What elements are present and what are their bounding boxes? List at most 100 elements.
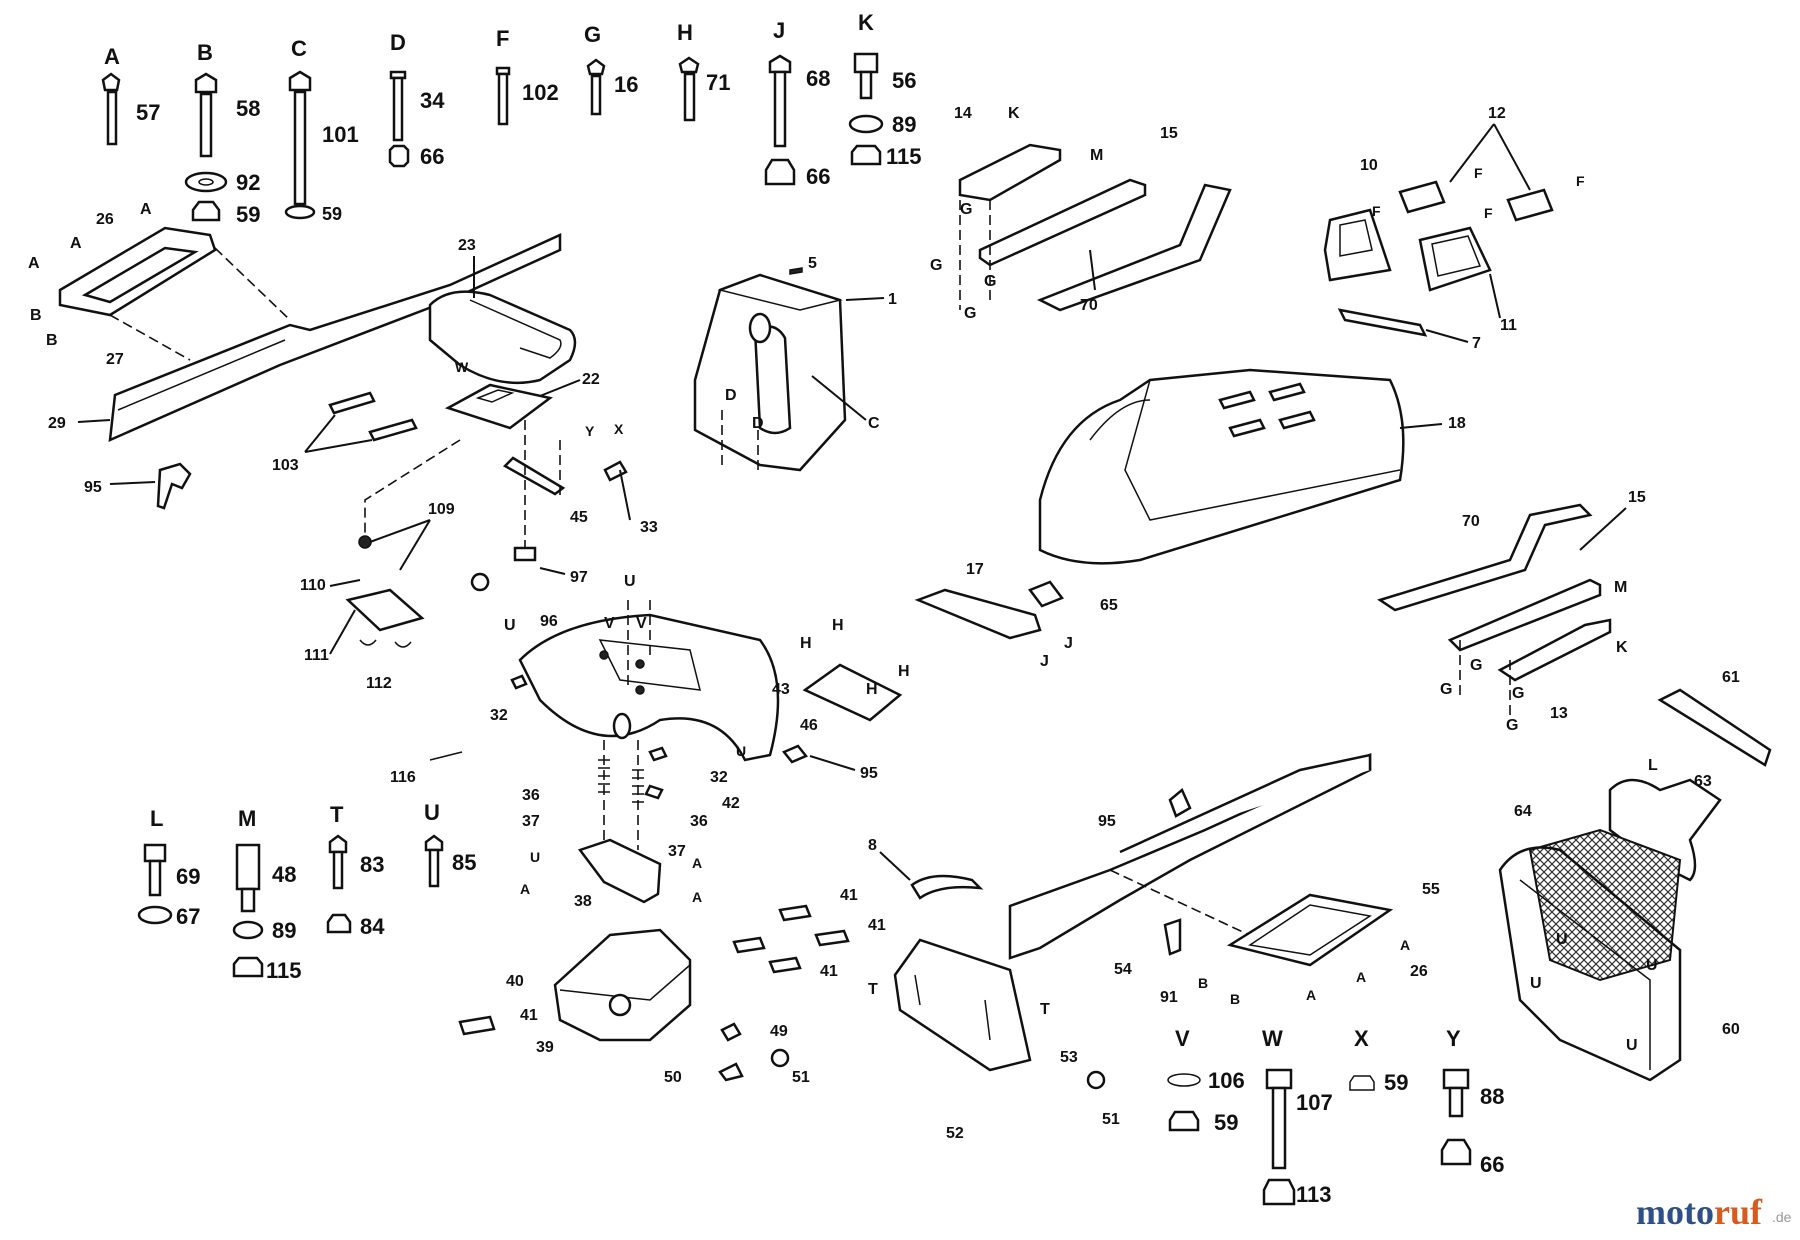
- callout-50: 50: [664, 1069, 682, 1086]
- hw-letter-A: A: [104, 44, 120, 69]
- callout-103: 103: [272, 457, 299, 474]
- callout-41: 41: [868, 917, 886, 934]
- knob-97: [513, 546, 537, 562]
- callout-53: 53: [1060, 1049, 1078, 1066]
- callout-23: 23: [458, 237, 476, 254]
- tag-B: B: [30, 307, 42, 324]
- hw-J-68: 68: [806, 66, 830, 91]
- hw-H-71: 71: [706, 70, 730, 95]
- hw-J-66: 66: [806, 164, 830, 189]
- frame-rail-54: [1008, 753, 1372, 960]
- hw-letter-H: H: [677, 20, 693, 45]
- callout-36: 36: [690, 813, 708, 830]
- callout-7: 7: [1472, 335, 1481, 352]
- washer-icon: [848, 114, 884, 134]
- tag-G: G: [1470, 657, 1482, 674]
- hardware-row-top: A 57 B 58 92 59 C 101 59 D 34 66 F 102: [101, 10, 922, 227]
- bracket-15: [978, 178, 1147, 267]
- tag-D: D: [725, 387, 737, 404]
- tag-G: G: [964, 305, 976, 322]
- bolt-head-icon: [101, 72, 121, 92]
- callout-109: 109: [428, 501, 455, 518]
- callout-1: 1: [888, 291, 897, 308]
- bolt-head-icon: [768, 54, 792, 74]
- nut-icon: [284, 204, 316, 220]
- clamp-51: [770, 1048, 790, 1068]
- tag-U: U: [1556, 931, 1568, 948]
- nut-icon: [1262, 1178, 1296, 1206]
- weight-63: [1608, 778, 1722, 882]
- fender-43: [518, 613, 780, 762]
- bolt-shank: [683, 72, 696, 122]
- left-frame-rail: 26 A A A B B 27 29 95: [28, 201, 562, 510]
- fender-hole: [612, 712, 632, 740]
- bracket-33: [603, 460, 628, 482]
- pedal-pad-12b: [1506, 188, 1554, 222]
- tag-L: L: [1648, 757, 1658, 774]
- callout-91: 91: [1160, 989, 1178, 1006]
- callout-12: 12: [1488, 105, 1506, 122]
- strip-61: [1657, 688, 1772, 767]
- seat-pan-22: [444, 383, 553, 430]
- hw-B-92: 92: [236, 170, 260, 195]
- hw-C-101: 101: [322, 122, 359, 147]
- fuel-cap-39: [608, 993, 632, 1017]
- callout-32: 32: [490, 707, 508, 724]
- pin-shank: [497, 72, 509, 126]
- hardware-row-bottom: V 106 59 W 107 113 X 59 Y 88 66: [1167, 1026, 1504, 1207]
- hardware-row-mid: L 69 67 M 48 89 115 T 83 84 U 85: [137, 800, 476, 983]
- bolt-shank: [106, 90, 118, 146]
- hw-A-57: 57: [136, 100, 160, 125]
- pedal-pad-12a: [1398, 180, 1446, 214]
- logo-wordmark: motoruf: [1636, 1192, 1763, 1232]
- hw-M-89: 89: [272, 918, 296, 943]
- hw-letter-L: L: [150, 806, 163, 831]
- rod-70: [1036, 183, 1232, 312]
- callout-64: 64: [1514, 803, 1532, 820]
- hw-letter-K: K: [858, 10, 874, 35]
- hw-D-34: 34: [420, 88, 445, 113]
- callout-29: 29: [48, 415, 66, 432]
- tag-A: A: [520, 881, 530, 897]
- hw-M-115: 115: [266, 958, 302, 983]
- bracket-38: [577, 838, 662, 904]
- hw-V-106: 106: [1208, 1068, 1245, 1093]
- tag-G: G: [1440, 681, 1452, 698]
- hw-letter-V: V: [1175, 1026, 1190, 1051]
- tag-X: X: [614, 421, 624, 437]
- tag-W: W: [455, 359, 469, 375]
- hw-letter-G: G: [584, 22, 601, 47]
- tag-A: A: [28, 255, 40, 272]
- tag-T: T: [1040, 1001, 1050, 1018]
- rod-70b: [1377, 503, 1593, 612]
- bolt-head-icon: [235, 843, 261, 891]
- hw-letter-X: X: [1354, 1026, 1369, 1051]
- bolt-shank: [773, 70, 787, 148]
- callout-39: 39: [536, 1039, 554, 1056]
- hw-K-115: 115: [886, 144, 922, 169]
- callout-63: 63: [1694, 773, 1712, 790]
- tag-A: A: [1306, 987, 1316, 1003]
- tag-F: F: [1474, 165, 1483, 181]
- hw-letter-D: D: [390, 30, 406, 55]
- washer-icon: [1167, 1073, 1201, 1087]
- bolt-head-icon: [853, 52, 879, 74]
- callout-116: 116: [390, 769, 416, 786]
- callout-15: 15: [1160, 125, 1178, 142]
- hw-G-16: 16: [614, 72, 638, 97]
- bolt-96: [470, 572, 490, 592]
- hw-K-56: 56: [892, 68, 916, 93]
- tag-F: F: [1576, 173, 1585, 189]
- tag-G: G: [1506, 717, 1518, 734]
- hw-Y-88: 88: [1480, 1084, 1504, 1109]
- tag-A: A: [1356, 969, 1366, 985]
- bracket-14: [958, 143, 1062, 202]
- callout-41: 41: [840, 887, 858, 904]
- tag-A: A: [1400, 937, 1410, 953]
- callout-41: 41: [520, 1007, 538, 1024]
- callout-95: 95: [1098, 813, 1116, 830]
- spacer-103b: [368, 418, 418, 442]
- hw-M-48: 48: [272, 862, 296, 887]
- bolt-shank: [590, 74, 602, 116]
- bolt-shank: [199, 92, 213, 158]
